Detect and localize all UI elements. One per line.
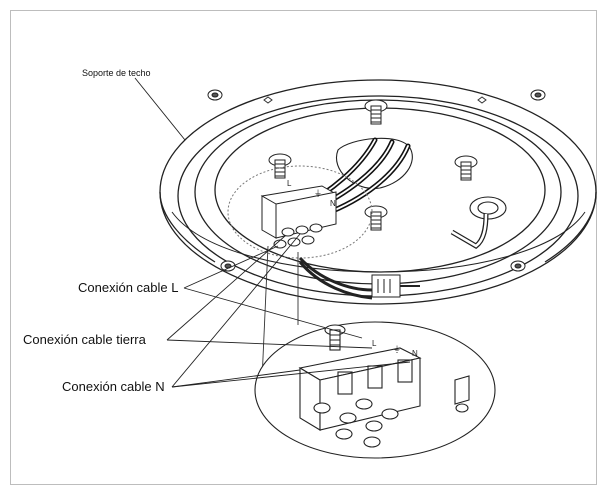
stud-center bbox=[364, 205, 388, 231]
stud-left bbox=[268, 153, 292, 179]
top-mark-n: N bbox=[330, 199, 336, 208]
cable-grommet bbox=[450, 196, 507, 249]
detail-mark-earth: ⏚ bbox=[393, 345, 401, 354]
terminal-detail bbox=[254, 321, 496, 459]
stud-top bbox=[364, 99, 388, 125]
terminal-block-top bbox=[227, 165, 373, 259]
top-mark-l: L bbox=[287, 179, 292, 188]
screw-bottom-right bbox=[510, 260, 526, 272]
zoom-lines bbox=[261, 245, 299, 381]
label-ceiling-bracket: Soporte de techo bbox=[82, 68, 151, 78]
label-cable-earth: Conexión cable tierra bbox=[23, 332, 147, 347]
stud-right bbox=[454, 155, 478, 181]
screw-top-right bbox=[530, 89, 546, 101]
wire-connector bbox=[298, 256, 420, 300]
label-cable-l: Conexión cable L bbox=[78, 280, 178, 295]
detail-mark-l: L bbox=[372, 339, 377, 348]
top-mark-earth: ⏚ bbox=[314, 189, 322, 198]
leader-lines bbox=[134, 77, 411, 388]
detail-mark-n: N bbox=[412, 349, 418, 358]
cable-entry bbox=[335, 137, 413, 189]
plate-marks bbox=[263, 96, 487, 104]
screw-top-left bbox=[207, 89, 223, 101]
ceiling-bracket bbox=[159, 79, 597, 305]
bracket-screws bbox=[207, 89, 546, 272]
label-cable-n: Conexión cable N bbox=[62, 379, 165, 394]
